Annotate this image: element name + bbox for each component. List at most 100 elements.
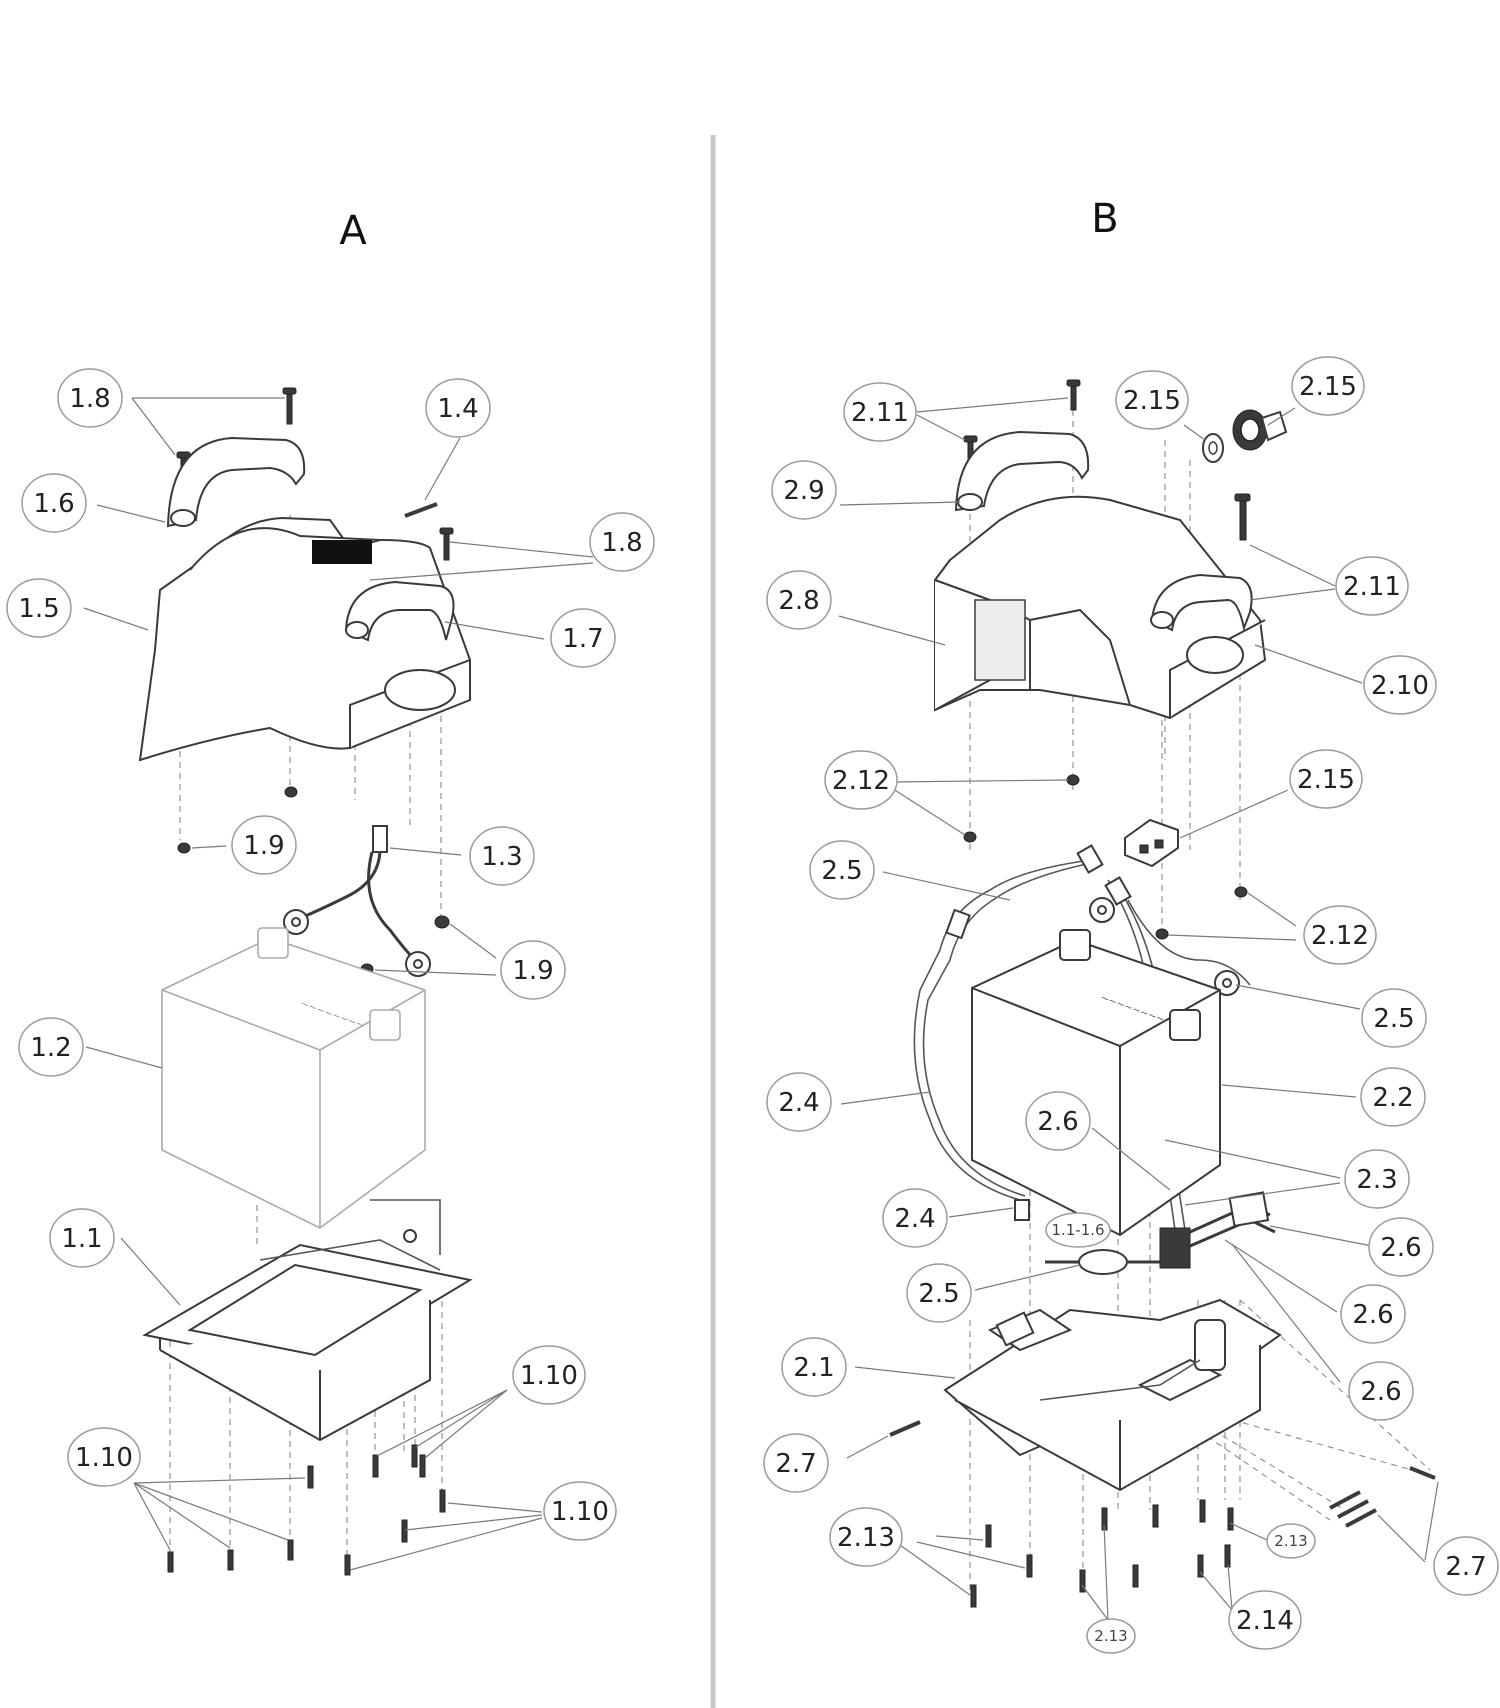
svg-text:1.8: 1.8 [69, 384, 110, 414]
svg-text:2.2: 2.2 [1372, 1083, 1413, 1113]
cover-shell [934, 495, 1267, 720]
svg-text:2.1: 2.1 [793, 1353, 834, 1383]
nut-icon [177, 786, 450, 975]
callout-2-10: 2.10 [1363, 655, 1437, 715]
callout-2-7: 2.7 [763, 1433, 829, 1493]
callout-2-6: 2.6 [1368, 1217, 1434, 1277]
callout-2-15: 2.15 [1289, 749, 1363, 809]
callout-1-7: 1.7 [550, 608, 616, 668]
wire-harness-icon [283, 825, 431, 977]
callout-1-10: 1.10 [512, 1345, 586, 1405]
svg-text:2.11: 2.11 [1343, 572, 1401, 602]
screw-icon [970, 1499, 1234, 1608]
callout-1-4: 1.4 [425, 378, 491, 438]
callout-2-14: 2.14 [1228, 1590, 1302, 1650]
handle-icon [954, 430, 1090, 512]
callout-2-13: 2.13 [1086, 1618, 1136, 1654]
callout-2-5: 2.5 [809, 840, 875, 900]
screw-icon [167, 1444, 446, 1576]
svg-text:2.11: 2.11 [851, 398, 909, 428]
callout-1-10: 1.10 [67, 1427, 141, 1487]
svg-text:1.10: 1.10 [551, 1497, 609, 1527]
svg-text:2.6: 2.6 [1352, 1300, 1393, 1330]
svg-text:2.4: 2.4 [894, 1204, 935, 1234]
svg-text:1.7: 1.7 [562, 624, 603, 654]
callout-2-9: 2.9 [771, 460, 837, 520]
switch-icon [1124, 818, 1179, 868]
callout-1-1: 1.1 [49, 1208, 115, 1268]
callout-2-6: 2.6 [1340, 1284, 1406, 1344]
handle-icon [1150, 573, 1253, 632]
svg-text:2.3: 2.3 [1356, 1165, 1397, 1195]
pin-icon [889, 1420, 1436, 1528]
callout-2-5: 2.5 [1361, 988, 1427, 1048]
panel-a-drawing: ~~~~~~~~ [83, 387, 594, 1576]
callout-2-5: 2.5 [906, 1263, 972, 1323]
svg-text:2.5: 2.5 [1373, 1004, 1414, 1034]
callout-1-8: 1.8 [57, 368, 123, 428]
svg-text:1.1: 1.1 [61, 1224, 102, 1254]
svg-text:2.5: 2.5 [821, 856, 862, 886]
svg-text:2.6: 2.6 [1037, 1107, 1078, 1137]
callout-2-1: 2.1 [781, 1337, 847, 1397]
callout-2-11: 2.11 [1335, 556, 1409, 616]
svg-text:2.13: 2.13 [1094, 1627, 1127, 1645]
svg-text:2.5: 2.5 [918, 1279, 959, 1309]
callout-2-7: 2.7 [1433, 1536, 1499, 1596]
battery-icon: ~~~~~~~~ [161, 927, 426, 1229]
callout-1-5: 1.5 [6, 578, 72, 638]
svg-text:2.8: 2.8 [778, 586, 819, 616]
svg-text:1.1-1.6: 1.1-1.6 [1051, 1221, 1104, 1239]
panel-b-title: B [1091, 196, 1118, 242]
callout-1-10: 1.10 [543, 1481, 617, 1541]
svg-text:2.7: 2.7 [1445, 1552, 1486, 1582]
callout-2-13: 2.13 [829, 1507, 903, 1567]
callout-2-6: 2.6 [1348, 1361, 1414, 1421]
callout-2-12: 2.12 [1303, 905, 1377, 965]
svg-text:1.9: 1.9 [512, 956, 553, 986]
svg-text:1.6: 1.6 [33, 489, 74, 519]
svg-text:2.13: 2.13 [837, 1523, 895, 1553]
leader-lines-b [838, 397, 1439, 1621]
svg-text:2.15: 2.15 [1299, 372, 1357, 402]
svg-text:2.13: 2.13 [1274, 1532, 1307, 1550]
svg-text:2.9: 2.9 [783, 476, 824, 506]
svg-text:1.9: 1.9 [243, 831, 284, 861]
panel-b-drawing: ~~~~~~~~ [838, 379, 1439, 1621]
svg-text:2.10: 2.10 [1371, 671, 1429, 701]
svg-text:1.2: 1.2 [30, 1033, 71, 1063]
callout-1-2: 1.2 [18, 1017, 84, 1077]
svg-text:1.5: 1.5 [18, 594, 59, 624]
callout-1-8: 1.8 [589, 512, 655, 572]
battery-icon: ~~~~~~~~ [971, 929, 1221, 1237]
svg-text:2.15: 2.15 [1297, 765, 1355, 795]
bushing-icon [1232, 409, 1288, 451]
handle-icon [166, 436, 306, 528]
battery-tray-icon [943, 1298, 1282, 1492]
callout-2-4: 2.4 [882, 1188, 948, 1248]
callout-2-8: 2.8 [766, 570, 832, 630]
svg-text:2.14: 2.14 [1236, 1606, 1294, 1636]
svg-text:2.7: 2.7 [775, 1449, 816, 1479]
svg-text:2.4: 2.4 [778, 1088, 819, 1118]
handle-icon [344, 580, 455, 642]
callout-2-4: 2.4 [766, 1072, 832, 1132]
callout-1-9: 1.9 [231, 815, 297, 875]
cover-shell [138, 516, 471, 762]
svg-text:2.12: 2.12 [832, 766, 890, 796]
callout-2-15: 2.15 [1291, 356, 1365, 416]
callout-1-1-1-6: 1.1-1.6 [1045, 1212, 1111, 1248]
callout-2-11: 2.11 [843, 382, 917, 442]
svg-text:2.6: 2.6 [1380, 1233, 1421, 1263]
svg-text:2.6: 2.6 [1360, 1377, 1401, 1407]
battery-tray-icon [142, 1199, 473, 1442]
svg-text:1.10: 1.10 [520, 1361, 578, 1391]
callout-2-13: 2.13 [1266, 1523, 1316, 1559]
callout-2-15: 2.15 [1115, 370, 1189, 430]
panel-a-title: A [339, 208, 367, 254]
callout-2-12: 2.12 [824, 750, 898, 810]
pin-icon [404, 502, 438, 518]
svg-text:1.3: 1.3 [481, 842, 522, 872]
svg-text:1.8: 1.8 [601, 528, 642, 558]
svg-text:1.10: 1.10 [75, 1443, 133, 1473]
